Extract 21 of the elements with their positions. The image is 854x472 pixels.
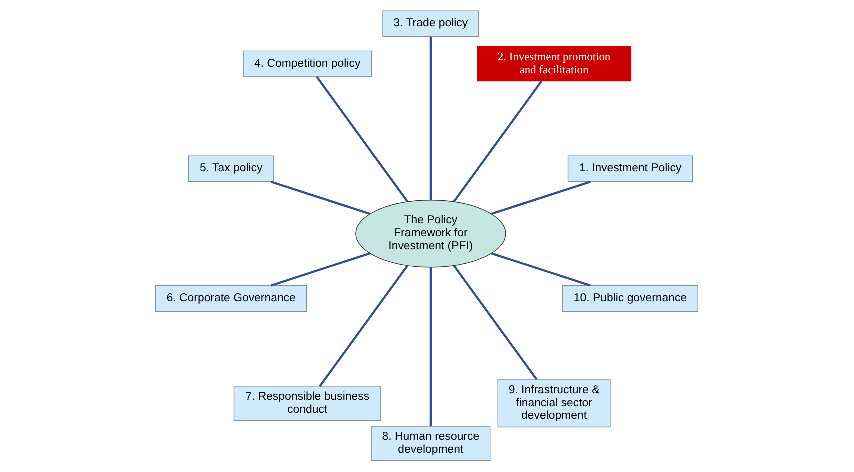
node-box: 2. Investment promotion and facilitation xyxy=(477,46,632,82)
connector xyxy=(453,80,543,203)
connector xyxy=(430,267,432,426)
node-box: 7. Responsible business conduct xyxy=(234,386,382,422)
node-box: 10. Public governance xyxy=(562,285,698,312)
connector xyxy=(491,180,591,216)
connector xyxy=(316,76,409,203)
connector xyxy=(453,265,538,380)
connector xyxy=(430,37,432,200)
node-box: 4. Competition policy xyxy=(243,50,372,78)
connector xyxy=(270,180,371,216)
node-box: 6. Corporate Governance xyxy=(156,285,308,312)
node-box: 3. Trade policy xyxy=(382,10,480,38)
connector xyxy=(319,265,409,387)
node-box: 8. Human resource development xyxy=(371,426,491,462)
node-box: 5. Tax policy xyxy=(188,156,274,182)
connector xyxy=(491,252,591,287)
node-box: 1. Investment Policy xyxy=(568,156,694,182)
node-box: 9. Infrastructure & financial sector development xyxy=(498,380,611,428)
connector xyxy=(270,252,371,287)
node-ellipse: The Policy Framework for Investment (PFI) xyxy=(356,200,506,268)
